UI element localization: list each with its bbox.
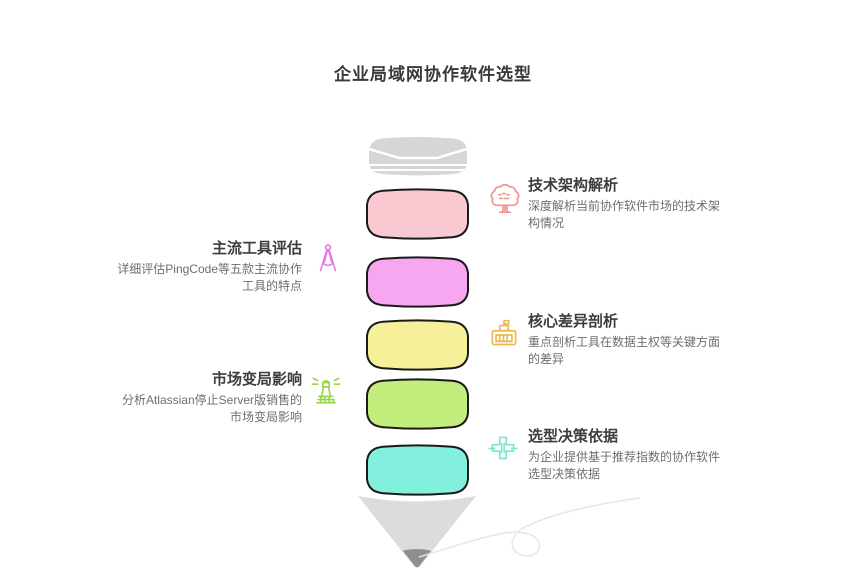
pencil-cap <box>368 137 468 176</box>
label-desc: 分析Atlassian停止Server版销售的市场变局影响 <box>121 393 302 425</box>
label-core-differences: 核心差异剖析 重点剖析工具在数据主权等关键方面的差异 <box>528 313 720 369</box>
funnel-segment-magenta <box>366 256 469 308</box>
label-title: 选型决策依据 <box>528 428 619 445</box>
compass-icon <box>310 241 346 277</box>
label-tech-architecture: 技术架构解析 深度解析当前协作软件市场的技术架构情况 <box>528 177 720 233</box>
label-desc: 详细评估PingCode等五款主流协作工具的特点 <box>117 262 302 294</box>
label-market-change: 市场变局影响 分析Atlassian停止Server版销售的市场变局影响 <box>110 371 302 427</box>
label-desc: 重点剖析工具在数据主权等关键方面的差异 <box>528 335 721 367</box>
label-desc: 深度解析当前协作软件市场的技术架构情况 <box>528 199 721 231</box>
building-icon <box>486 317 522 353</box>
tree-icon <box>487 182 523 218</box>
page-title: 企业局域网协作软件选型 <box>334 65 532 84</box>
lighthouse-icon <box>308 372 344 408</box>
label-title: 技术架构解析 <box>528 177 619 194</box>
label-title: 主流工具评估 <box>211 240 302 257</box>
funnel-segment-pink <box>366 188 469 240</box>
label-decision-basis: 选型决策依据 为企业提供基于推荐指数的协作软件选型决策依据 <box>528 428 720 484</box>
funnel-segment-cyan <box>366 444 469 496</box>
funnel-segment-yellow <box>366 319 469 371</box>
funnel-segment-green <box>366 378 469 430</box>
label-desc: 为企业提供基于推荐指数的协作软件选型决策依据 <box>528 450 721 482</box>
label-title: 核心差异剖析 <box>528 313 619 330</box>
label-title: 市场变局影响 <box>211 371 302 388</box>
pencil-tip <box>358 496 476 568</box>
swirl-line <box>418 497 641 558</box>
label-tool-evaluation: 主流工具评估 详细评估PingCode等五款主流协作工具的特点 <box>110 240 302 296</box>
plus-icon <box>485 432 521 468</box>
